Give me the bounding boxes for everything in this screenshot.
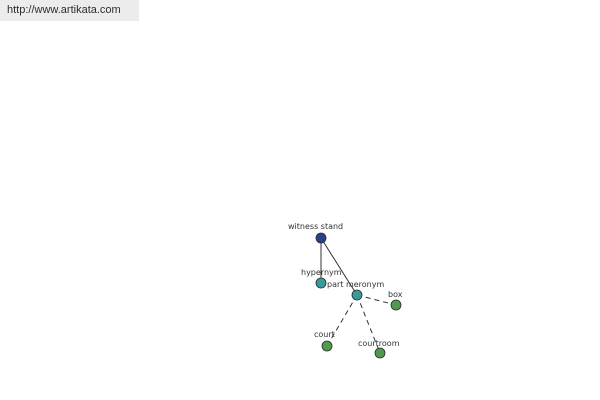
node-part-meronym[interactable]: [351, 289, 363, 301]
label-hypernym: hypernym: [301, 268, 342, 277]
label-box: box: [388, 290, 403, 299]
label-courtroom: courtroom: [358, 339, 400, 348]
node-court[interactable]: [321, 340, 333, 352]
label-witness-stand: witness stand: [288, 222, 343, 231]
node-courtroom[interactable]: [374, 347, 386, 359]
source-url-link[interactable]: http://www.artikata.com: [7, 4, 121, 16]
label-part-meronym: part meronym: [327, 280, 384, 289]
edge-part-meronym-courtroom: [356, 294, 381, 354]
edge-root-part-meronym: [320, 237, 358, 296]
edge-part-meronym-box: [356, 294, 397, 306]
label-court: court: [314, 330, 335, 339]
node-box[interactable]: [390, 299, 402, 311]
source-bar: http://www.artikata.com: [0, 0, 139, 21]
node-witness-stand[interactable]: [315, 232, 327, 244]
edge-part-meronym-court: [326, 294, 358, 347]
node-hypernym[interactable]: [315, 277, 327, 289]
